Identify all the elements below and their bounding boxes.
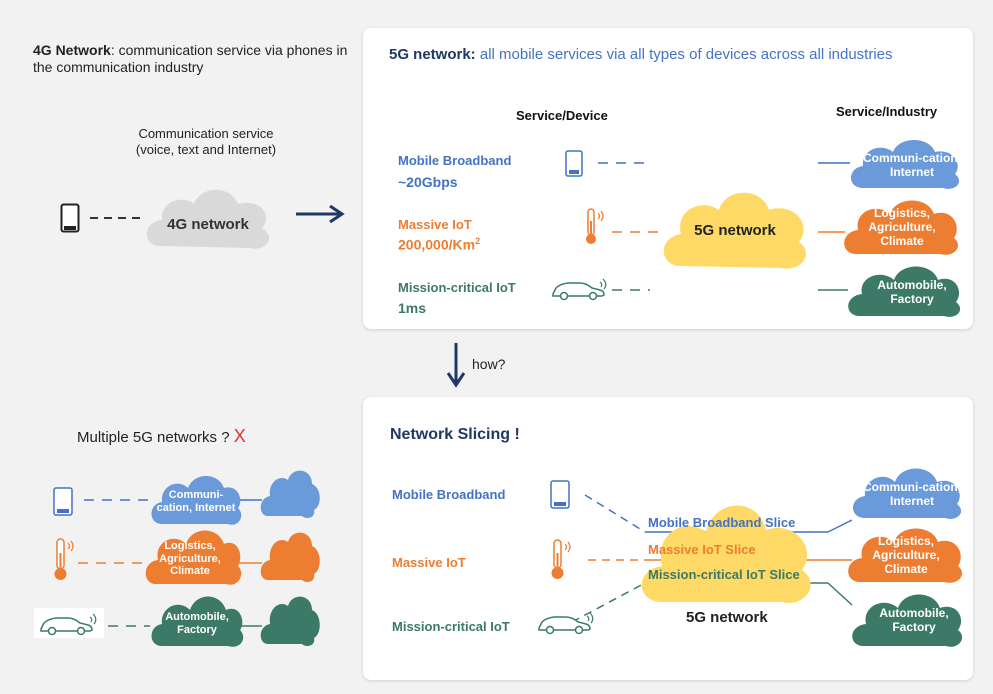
multiple-5g-title: Multiple 5G networks ? X <box>77 426 246 448</box>
4g-network-label: 4G network <box>167 216 249 234</box>
industry-automobile-label: Automobile, Factory <box>877 278 947 306</box>
service-mbb-name: Mobile Broadband <box>398 153 512 168</box>
cloud-icon <box>641 505 811 603</box>
thermometer-icon <box>54 538 74 580</box>
4g-title-rest: : communication service via phones in th… <box>33 42 348 75</box>
industry-logistics-label: Logistics, Agriculture, Climate <box>868 206 936 248</box>
5g-network-center-label: 5G network <box>694 222 776 240</box>
4g-title: 4G Network: communication service via ph… <box>33 42 353 76</box>
bl-logistics-label: Logistics, Agriculture, Climate <box>159 540 221 578</box>
br-logistics-label: Logistics, Agriculture, Climate <box>872 534 940 576</box>
cloud-icon <box>848 528 963 583</box>
arrow-right-icon <box>296 204 345 224</box>
slice-service-mciot: Mission-critical IoT <box>392 619 510 634</box>
network-slicing-title: Network Slicing ! <box>390 426 520 443</box>
how-label: how? <box>472 356 506 372</box>
bl-communication-label: Communi-cation, Internet <box>156 489 236 514</box>
cloud-icon <box>145 530 242 585</box>
car-icon <box>552 278 607 301</box>
service-iot-value-sup: 2 <box>475 236 481 246</box>
service-mciot-value: 1ms <box>398 300 427 316</box>
x-mark-icon: X <box>233 426 246 446</box>
cloud-icon <box>260 532 320 582</box>
cloud-icon <box>151 476 242 525</box>
bl-automobile-label: Automobile, Factory <box>165 611 229 636</box>
cloud-icon <box>260 470 320 518</box>
cloud-icon <box>848 266 961 317</box>
cloud-icon <box>853 468 962 519</box>
5g-title-rest: all mobile services via all types of dev… <box>475 46 893 63</box>
cloud-icon <box>146 189 270 249</box>
slice-mbb-dash <box>584 494 646 533</box>
service-iot-name: Massive IoT <box>398 217 472 232</box>
cloud-icon <box>844 200 959 255</box>
communication-service-line1: Communication service <box>138 126 274 141</box>
service-mciot-name: Mission-critical IoT <box>398 280 516 295</box>
cloud-icon <box>663 192 806 269</box>
5g-title: 5G network: all mobile services via all … <box>389 46 909 64</box>
cloud-icon <box>852 594 963 647</box>
phone-icon <box>550 480 570 509</box>
service-mbb-value: ~20Gbps <box>398 174 458 190</box>
communication-service-line2: (voice, text and Internet) <box>135 141 277 157</box>
multiple-5g-title-text: Multiple 5G networks ? <box>77 429 230 446</box>
slice-mbb-out <box>827 519 853 533</box>
slice-mciot-out <box>827 582 853 606</box>
slice-label-mciot: Mission-critical IoT Slice <box>648 567 800 582</box>
slice-service-mbb: Mobile Broadband <box>392 487 506 502</box>
slice-label-mbb: Mobile Broadband Slice <box>648 515 796 530</box>
br-communication-label: Communi-cation, Internet <box>863 480 961 508</box>
thermometer-icon <box>586 208 604 244</box>
col-service-device: Service/Device <box>516 108 608 123</box>
communication-service-label: Communication service (voice, text and I… <box>96 126 316 157</box>
5g-title-bold: 5G network: <box>389 46 476 63</box>
slice-service-iot: Massive IoT <box>392 555 466 570</box>
4g-title-bold: 4G Network <box>33 42 111 58</box>
slicing-5g-network-label: 5G network <box>686 609 768 626</box>
slice-label-iot: Massive IoT Slice <box>648 542 756 557</box>
industry-communication-label: Communi-cation, Internet <box>863 151 961 179</box>
cloud-icon <box>151 596 244 647</box>
cloud-icon <box>260 596 320 646</box>
arrow-down-icon <box>446 343 466 388</box>
phone-icon <box>565 150 583 177</box>
br-automobile-label: Automobile, Factory <box>879 606 949 634</box>
phone-icon <box>53 487 73 516</box>
service-iot-value-text: 200,000/Km <box>398 236 476 253</box>
col-service-industry: Service/Industry <box>836 104 938 119</box>
service-iot-value: 200,000/Km2 <box>398 236 480 253</box>
cloud-icon <box>851 140 960 189</box>
car-icon <box>538 612 594 635</box>
car-icon <box>40 613 97 636</box>
thermometer-icon <box>551 539 571 579</box>
phone-icon <box>60 203 80 233</box>
